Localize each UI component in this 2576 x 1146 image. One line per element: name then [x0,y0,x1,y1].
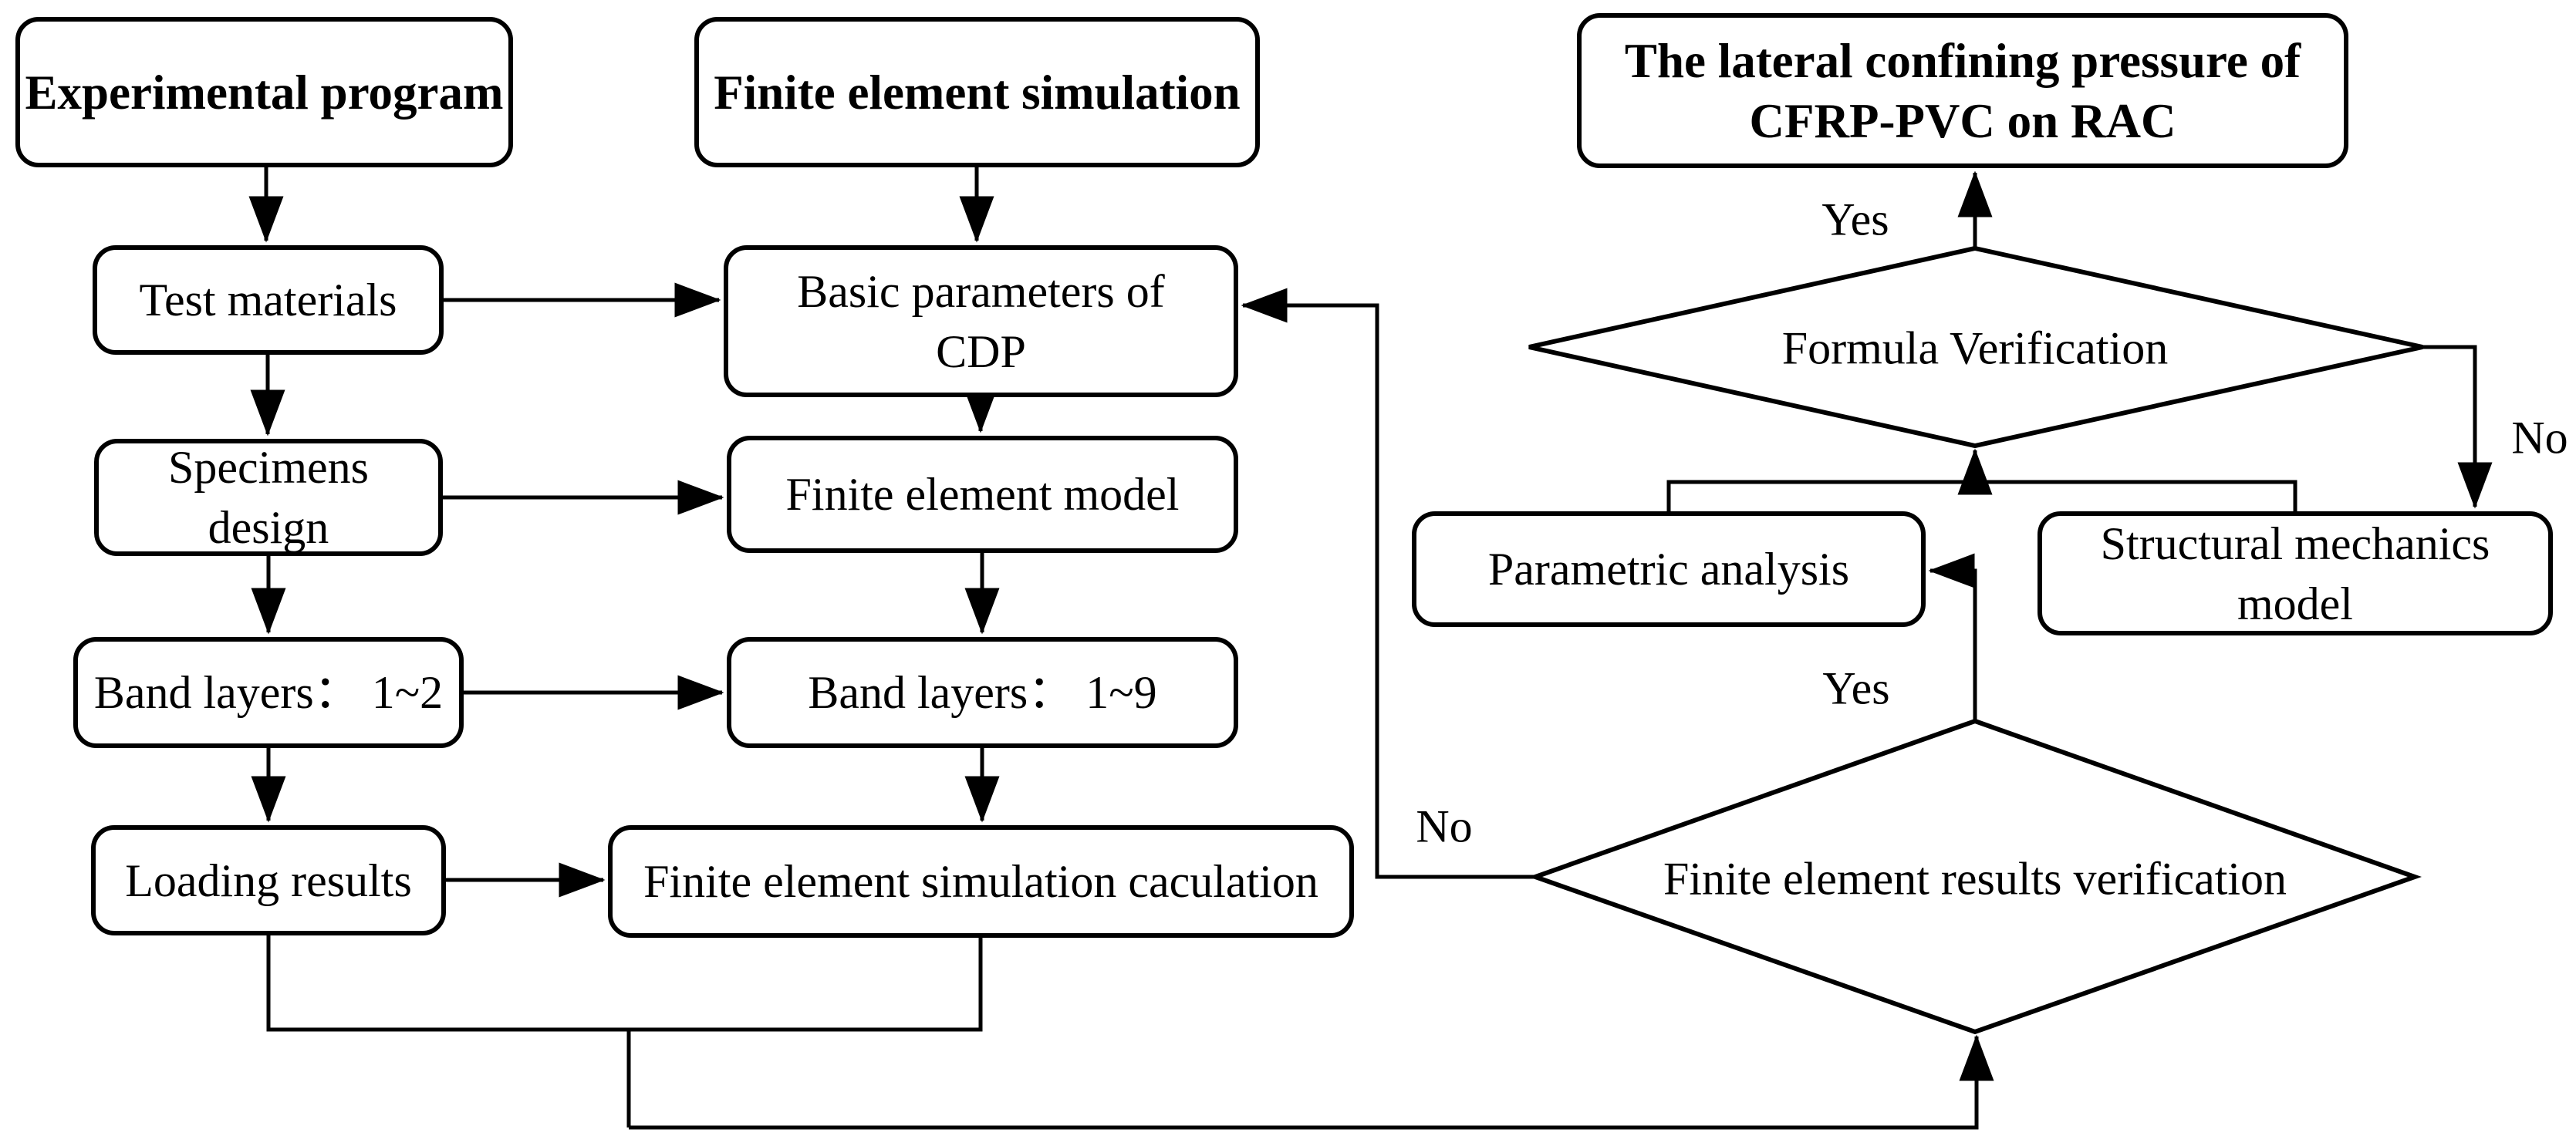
node-parametric-analysis-label: Parametric analysis [1487,544,1850,595]
node-experimental-program-label: Experimental program [25,65,504,120]
node-specimens-design-label: Specimens design [168,442,369,553]
node-structural-mechanics-model: Structural mechanics model [2038,511,2553,635]
node-finite-element-model: Finite element model [727,436,1238,553]
edge-feresults-yes-to-parametric [1928,553,1977,721]
node-loading-results: Loading results [91,825,446,935]
node-lateral-confining-pressure: The lateral confining pressure of CFRP-P… [1577,13,2348,168]
edge-bottom-collector [266,935,983,1127]
node-basic-parameters-of-cdp-label: Basic parameters of CDP [797,265,1165,377]
edge-merge-connector [1666,480,2297,511]
edge-label-fe-results-no: No [1416,801,1473,852]
node-test-materials: Test materials [93,245,444,355]
node-formula-verification-label: Formula Verification [1781,322,2169,374]
node-basic-parameters-of-cdp: Basic parameters of CDP [724,245,1238,397]
edge-label-formula-yes: Yes [1821,194,1889,245]
node-specimens-design: Specimens design [94,439,443,556]
formula-verification-diamond [1528,245,2423,449]
node-finite-element-simulation: Finite element simulation [694,17,1260,167]
node-lateral-confining-pressure-label: The lateral confining pressure of CFRP-P… [1624,33,2301,148]
node-test-materials-label: Test materials [139,275,397,325]
edge-collector-to-feresults [629,1034,1994,1130]
node-structural-mechanics-model-label: Structural mechanics model [2100,517,2490,629]
node-fe-simulation-caculation: Finite element simulation caculation [608,825,1354,938]
edge-formula-no-to-structural [2422,345,2493,509]
node-finite-element-simulation-label: Finite element simulation [714,65,1241,120]
node-loading-results-label: Loading results [125,854,412,906]
node-parametric-analysis: Parametric analysis [1412,511,1926,627]
node-fe-results-verification-label: Finite element results verification [1663,853,2287,905]
edge-label-formula-no: No [2511,412,2568,463]
node-fe-simulation-caculation-label: Finite element simulation caculation [643,856,1318,907]
fe-results-verification-diamond [1528,718,2422,1035]
node-band-layers-1-2: Band layers： 1~2 [73,637,464,748]
node-band-layers-1-9-label: Band layers： 1~9 [808,667,1157,718]
node-band-layers-1-9: Band layers： 1~9 [727,637,1238,748]
node-band-layers-1-2-label: Band layers： 1~2 [93,667,444,718]
node-experimental-program: Experimental program [15,17,513,167]
node-finite-element-model-label: Finite element model [785,469,1180,520]
edge-feresults-no-to-cdp [1241,288,1535,879]
edge-label-fe-results-yes: Yes [1822,662,1890,714]
